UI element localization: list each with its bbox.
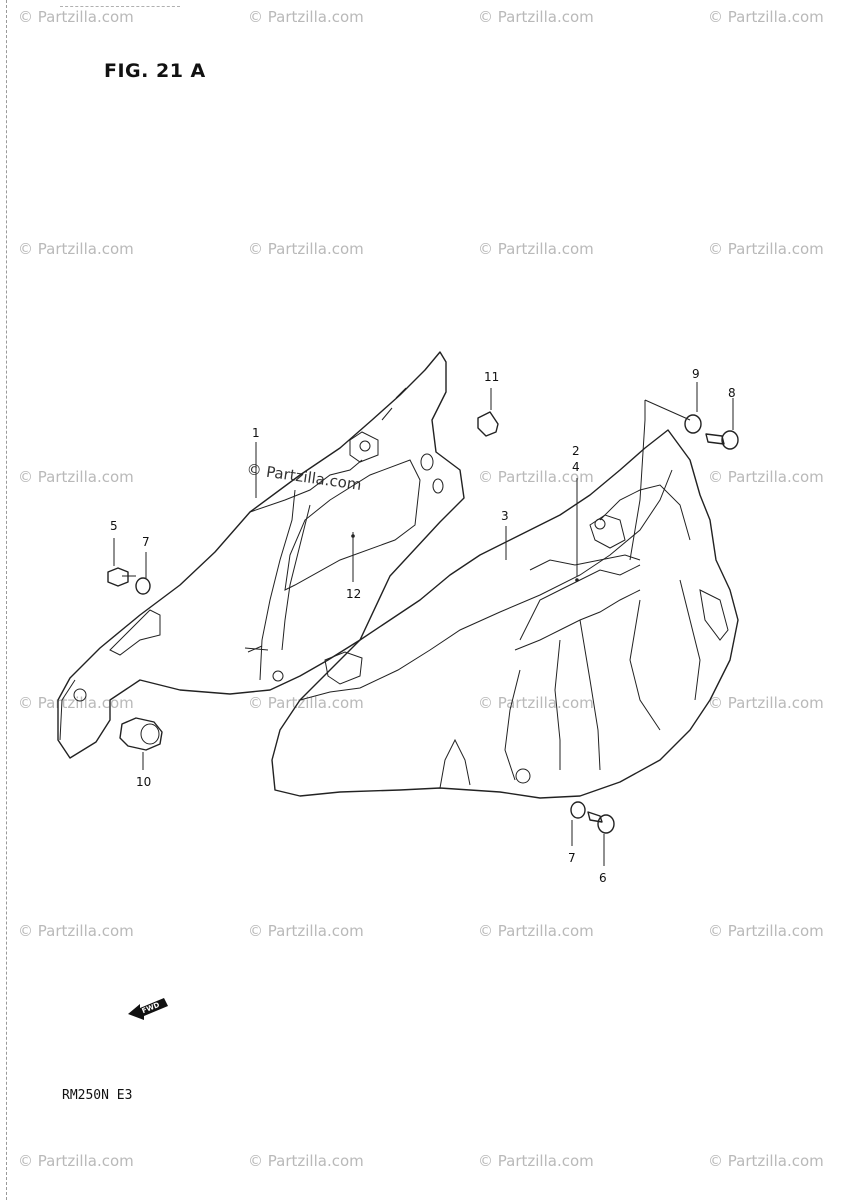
watermark: © Partzilla.com [248,694,364,712]
watermark: © Partzilla.com [478,1152,594,1170]
callout-9: 9 [692,367,700,381]
watermark: © Partzilla.com [248,8,364,26]
watermark: © Partzilla.com [478,8,594,26]
watermark: © Partzilla.com [478,694,594,712]
watermark: © Partzilla.com [18,694,134,712]
hardware [107,411,739,834]
watermark: © Partzilla.com [708,922,824,940]
callout-6: 6 [599,871,607,885]
watermark: © Partzilla.com [708,468,824,486]
watermark: © Partzilla.com [708,8,824,26]
callout-10: 10 [136,775,151,789]
callout-12: 12 [346,587,361,601]
scan-edge-line [6,0,7,1200]
callout-1: 1 [252,426,260,440]
watermark: © Partzilla.com [708,694,824,712]
figure-title: FIG. 21 A [104,60,206,82]
model-code: RM250N E3 [62,1088,133,1103]
watermark: © Partzilla.com [248,1152,364,1170]
callout-11: 11 [484,370,499,384]
watermark: © Partzilla.com [478,468,594,486]
leader-lines [113,382,734,866]
watermark: © Partzilla.com [708,1152,824,1170]
watermark: © Partzilla.com [248,240,364,258]
callout-5: 5 [110,519,118,533]
left-side-cover [57,351,465,759]
callout-7: 7 [142,535,150,549]
callout-3: 3 [501,509,509,523]
watermark: © Partzilla.com [478,922,594,940]
callout-8: 8 [728,386,736,400]
watermark: © Partzilla.com [18,922,134,940]
callout-7: 7 [568,851,576,865]
scan-top-line [60,6,180,7]
callout-2: 2 [572,444,580,458]
watermark: © Partzilla.com [708,240,824,258]
watermark: © Partzilla.com [18,1152,134,1170]
callouts: 1 2 3 4 5 6 7 7 8 9 10 11 12 [110,367,736,885]
watermark: © Partzilla.com [18,8,134,26]
callout-4: 4 [572,460,580,474]
right-side-cover [271,429,739,799]
watermark: © Partzilla.com [18,468,134,486]
fwd-arrow-icon: FWD [128,998,168,1020]
watermark: © Partzilla.com [18,240,134,258]
watermark: © Partzilla.com [478,240,594,258]
watermark: © Partzilla.com [248,922,364,940]
